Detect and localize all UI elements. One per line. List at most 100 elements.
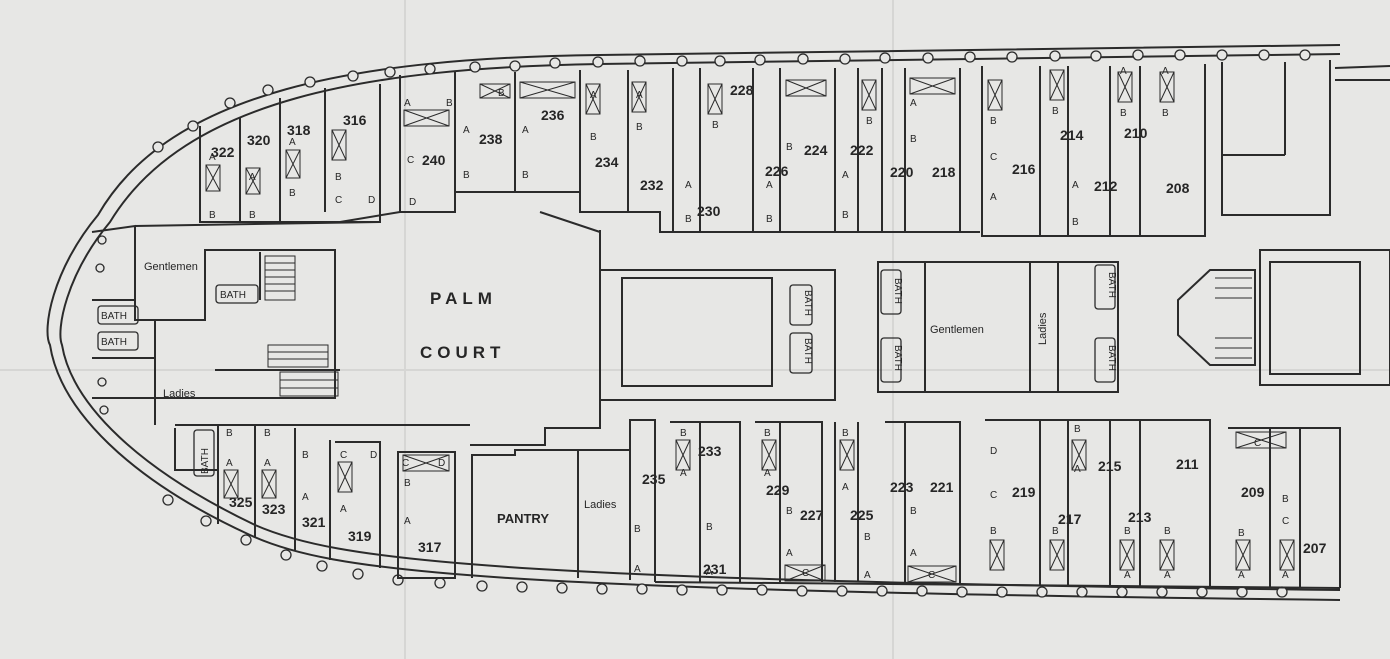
svg-text:B: B <box>1052 106 1059 117</box>
svg-text:B: B <box>866 116 873 127</box>
svg-text:A: A <box>685 180 692 191</box>
svg-text:A: A <box>340 504 347 515</box>
svg-text:B: B <box>209 210 216 221</box>
svg-text:B: B <box>842 210 849 221</box>
cabin-number: 238 <box>479 131 503 147</box>
svg-text:B: B <box>706 522 713 533</box>
svg-text:B: B <box>786 506 793 517</box>
svg-text:A: A <box>522 125 529 136</box>
svg-text:A: A <box>249 172 256 183</box>
bath-tubs <box>97 264 1116 477</box>
svg-text:C: C <box>928 570 935 581</box>
svg-text:C: C <box>1254 438 1261 449</box>
svg-text:A: A <box>209 152 216 163</box>
svg-text:A: A <box>842 482 849 493</box>
svg-text:A: A <box>706 567 713 578</box>
cabin-number: 213 <box>1128 509 1152 525</box>
hull-scuppers <box>95 49 1311 598</box>
svg-text:C: C <box>335 195 342 206</box>
ladies-aft-label: Ladies <box>584 499 617 511</box>
svg-text:B: B <box>680 428 687 439</box>
svg-text:B: B <box>842 428 849 439</box>
cabin-number: 209 <box>1241 484 1265 500</box>
svg-text:A: A <box>634 564 641 575</box>
cabin-number: 217 <box>1058 511 1082 527</box>
cabin-number: 235 <box>642 471 666 487</box>
cabin-number: 229 <box>766 482 790 498</box>
svg-text:B: B <box>1052 526 1059 537</box>
cabin-number: 208 <box>1166 180 1190 196</box>
palm-court-label-1: PALM <box>430 289 497 308</box>
cabin-numbers-bottom: 325 323 321 319 317 235 233 231 229 227 … <box>229 443 1327 577</box>
svg-text:B: B <box>712 120 719 131</box>
svg-text:A: A <box>404 98 411 109</box>
bath-label: BATH <box>101 337 127 348</box>
cabin-number: 316 <box>343 112 367 128</box>
cabin-number: 222 <box>850 142 874 158</box>
svg-text:B: B <box>590 132 597 143</box>
svg-text:B: B <box>685 214 692 225</box>
svg-text:B: B <box>289 188 296 199</box>
cabin-number: 322 <box>211 144 235 160</box>
cabin-number: 317 <box>418 539 442 555</box>
svg-text:C: C <box>340 450 347 461</box>
svg-text:C: C <box>1282 516 1289 527</box>
svg-text:A: A <box>680 468 687 479</box>
svg-text:C: C <box>407 155 414 166</box>
svg-text:A: A <box>1164 570 1171 581</box>
svg-text:A: A <box>1074 464 1081 475</box>
cabin-number: 227 <box>800 507 824 523</box>
cabin-number: 228 <box>730 82 754 98</box>
gentlemen-mid-label: Gentlemen <box>930 324 984 336</box>
cabin-number: 234 <box>595 154 619 170</box>
svg-text:B: B <box>1282 494 1289 505</box>
svg-text:B: B <box>786 142 793 153</box>
svg-text:B: B <box>766 214 773 225</box>
svg-text:D: D <box>409 197 416 208</box>
cabin-number: 221 <box>930 479 954 495</box>
svg-text:A: A <box>404 516 411 527</box>
svg-text:C: C <box>802 568 809 579</box>
svg-text:A: A <box>636 90 643 101</box>
cabin-number: 320 <box>247 132 271 148</box>
bath-label: BATH <box>220 290 246 301</box>
ladies-fwd-label: Ladies <box>163 388 196 400</box>
cabin-number: 233 <box>698 443 722 459</box>
pantry-label: PANTRY <box>497 511 549 526</box>
svg-text:B: B <box>522 170 529 181</box>
svg-text:A: A <box>842 170 849 181</box>
bath-label: BATH <box>101 311 127 322</box>
svg-text:A: A <box>1282 570 1289 581</box>
cabin-number: 215 <box>1098 458 1122 474</box>
svg-text:B: B <box>1120 108 1127 119</box>
cabin-number: 323 <box>262 501 286 517</box>
svg-text:A: A <box>590 90 597 101</box>
hull-outline <box>46 44 1341 601</box>
svg-text:B: B <box>910 506 917 517</box>
cabin-number: 236 <box>541 107 565 123</box>
cabin-number: 212 <box>1094 178 1118 194</box>
cabin-number: 226 <box>765 163 789 179</box>
svg-text:A: A <box>1124 570 1131 581</box>
svg-text:D: D <box>370 450 377 461</box>
svg-text:D: D <box>990 446 997 457</box>
cabin-number: 211 <box>1176 456 1199 472</box>
cabin-number: 325 <box>229 494 253 510</box>
svg-text:A: A <box>1162 66 1169 77</box>
cabin-number: 321 <box>302 514 326 530</box>
bottom-cabin-walls <box>174 419 1341 589</box>
cabin-number: 207 <box>1303 540 1327 556</box>
svg-text:A: A <box>226 458 233 469</box>
svg-text:A: A <box>1238 570 1245 581</box>
svg-text:B: B <box>864 532 871 543</box>
svg-text:B: B <box>264 428 271 439</box>
svg-text:A: A <box>786 548 793 559</box>
svg-text:B: B <box>764 428 771 439</box>
cabin-number: 210 <box>1124 125 1148 141</box>
stairs <box>264 255 1252 397</box>
svg-text:B: B <box>1164 526 1171 537</box>
svg-text:A: A <box>766 180 773 191</box>
svg-text:D: D <box>438 458 445 469</box>
svg-text:B: B <box>1162 108 1169 119</box>
bath-label: BATH <box>802 290 813 316</box>
